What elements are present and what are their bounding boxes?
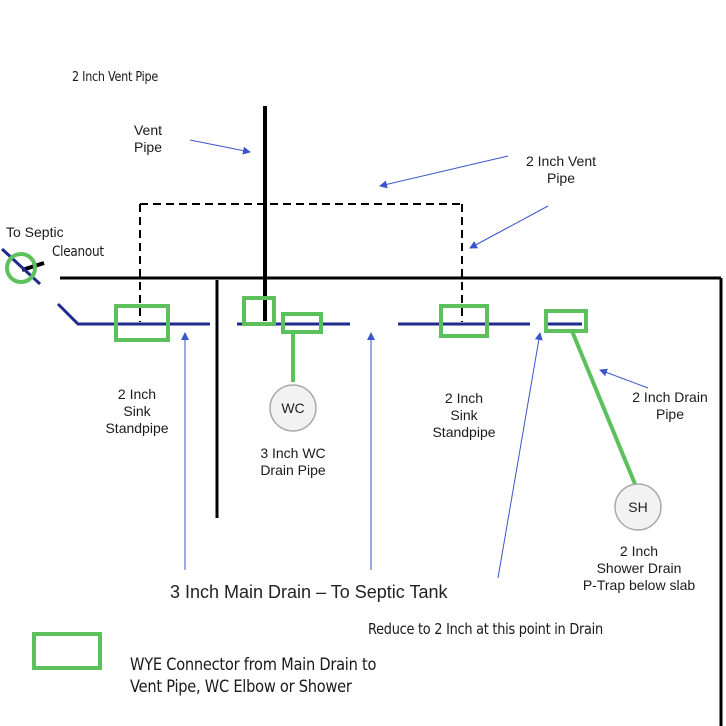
label-sink-standpipe-1: 2 Inch Sink Standpipe bbox=[105, 386, 169, 436]
walls bbox=[21, 106, 723, 726]
sh-label: SH bbox=[628, 499, 648, 515]
legend-swatch bbox=[32, 632, 102, 670]
wye-connectors bbox=[5, 252, 637, 485]
label-2inch-drain-pipe: 2 Inch Drain Pipe bbox=[632, 389, 708, 422]
shower-fixture bbox=[614, 483, 662, 531]
label-2inch-vent-pipe: 2 Inch Vent Pipe bbox=[525, 153, 597, 186]
wye-shower bbox=[544, 309, 588, 333]
label-shower-drain: 2 Inch Shower Drain P-Trap below slab bbox=[582, 543, 696, 593]
fixtures bbox=[269, 384, 662, 531]
cleanout-wye bbox=[5, 252, 37, 284]
label-reduce-note: Reduce to 2 Inch at this point in Drain bbox=[368, 620, 603, 638]
label-wc-drain-pipe: 3 Inch WC Drain Pipe bbox=[260, 445, 326, 478]
wye-vent bbox=[242, 296, 276, 326]
shower-connector bbox=[570, 330, 637, 485]
wc-fixture bbox=[269, 384, 317, 432]
label-sink-standpipe-2: 2 Inch Sink Standpipe bbox=[432, 390, 496, 440]
wye-wc bbox=[281, 312, 323, 334]
label-vent-pipe: Vent Pipe bbox=[133, 122, 163, 155]
label-main-drain: 3 Inch Main Drain – To Septic Tank bbox=[170, 582, 448, 602]
dashed-vent-pipe bbox=[139, 203, 463, 322]
annotation-arrows bbox=[181, 139, 649, 579]
label-to-septic: To Septic bbox=[6, 224, 64, 240]
label-top-vent-note: 2 Inch Vent Pipe bbox=[72, 70, 158, 85]
label-cleanout: Cleanout bbox=[52, 244, 104, 260]
legend-text: WYE Connector from Main Drain to Vent Pi… bbox=[130, 655, 377, 698]
wye-sink-2 bbox=[439, 304, 489, 338]
wye-sink-1 bbox=[114, 304, 170, 342]
wc-label: WC bbox=[281, 400, 305, 416]
